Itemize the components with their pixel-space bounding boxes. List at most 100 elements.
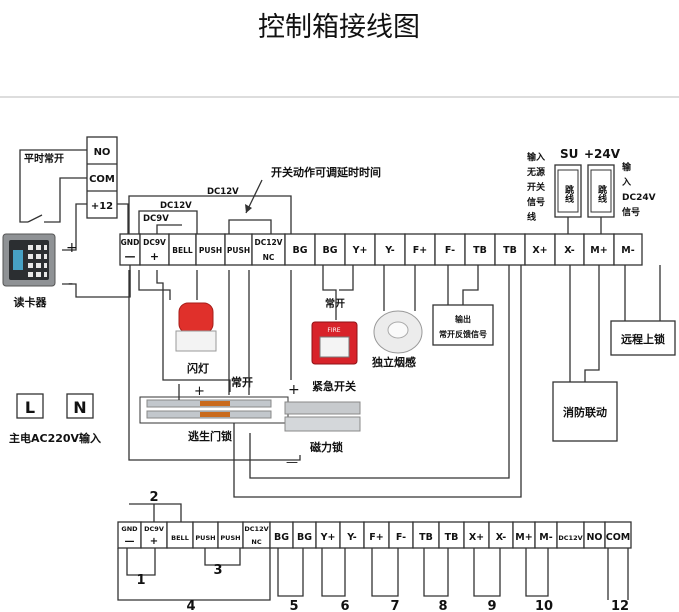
bottom-terminal-label-top: F+ (369, 532, 383, 543)
bottom-terminal-label-bottom: — (125, 536, 135, 547)
terminal-label-top: BELL (172, 246, 193, 255)
remote-lock-label: 远程上锁 (621, 332, 665, 346)
strobe-label: 闪灯 (187, 361, 209, 375)
terminal-dc9v-1 (139, 233, 170, 266)
jumper-leads (567, 217, 602, 234)
remote-lock-box (610, 320, 676, 356)
bottom-terminal-label-top: M- (539, 532, 552, 543)
bottom-terminal-label-top: PUSH (220, 534, 240, 542)
jumper-su-label: SU (560, 147, 578, 161)
exit-lock-label: 逃生门锁 (188, 429, 232, 443)
reader-wires (19, 149, 131, 298)
alarm-mode: 常开 (325, 297, 345, 310)
bottom-wires (117, 503, 629, 601)
jumper-su-text: 跳线 (563, 184, 574, 204)
bottom-terminal-label-top: BG (297, 532, 312, 543)
bottom-terminal-com-20 (604, 521, 632, 549)
input-note-1: 输入 (527, 151, 545, 163)
terminal-label-bottom: — (125, 250, 136, 263)
bottom-terminal-x-15 (488, 521, 514, 549)
maglock-label: 磁力锁 (310, 440, 343, 454)
exit-lock-mode: 常开 (231, 375, 253, 389)
bottom-terminal-label-top: BG (274, 532, 289, 543)
bottom-terminal-x-14 (463, 521, 490, 549)
terminal-push-3 (195, 233, 226, 266)
reader-mode-label: 平时常开 (24, 152, 64, 165)
power-n-box (66, 393, 94, 419)
input-note-4: 信号 (527, 196, 545, 208)
terminal-x-14 (524, 233, 556, 266)
maglock-plus: + (288, 382, 300, 398)
terminal-label-top: BG (292, 245, 307, 256)
bottom-terminal-label-top: DC9V (144, 525, 164, 533)
card-reader (2, 233, 56, 287)
bottom-terminal-label-top: COM (606, 532, 631, 543)
bottom-terminal-label-top: Y- (346, 532, 356, 543)
delay-arrowhead (245, 204, 252, 213)
bottom-terminal-label-top: TB (445, 532, 459, 543)
bottom-terminal-label-bottom: + (150, 536, 158, 547)
terminal-label-top: PUSH (227, 246, 250, 255)
smoke-detector-icon (373, 310, 423, 354)
reader-terminal-no: NO (94, 147, 111, 158)
terminal-label-top: TB (473, 245, 487, 256)
bottom-terminal-label-top: GND (121, 525, 138, 533)
terminal-bg-7 (314, 233, 346, 266)
terminal-label-top: M- (621, 245, 634, 256)
terminal-label-top: F- (445, 245, 455, 256)
bottom-terminal-label-top: PUSH (195, 534, 215, 542)
jumper-24v (587, 164, 615, 218)
feedback-line-2: 常开反馈信号 (439, 329, 487, 339)
terminal-tb-12 (464, 233, 496, 266)
maglock-icon (284, 401, 361, 432)
callout-number-5: 5 (289, 599, 298, 612)
lock-plus: + (194, 384, 205, 399)
power-l: L (25, 398, 35, 417)
card-reader-keypad (13, 245, 47, 277)
callout-number-2: 2 (149, 490, 158, 505)
terminal-label-top: TB (503, 245, 517, 256)
bottom-terminal-label-top: F- (396, 532, 406, 543)
fire-link-label: 消防联动 (563, 405, 607, 419)
bottom-terminal-dc9v-1 (140, 521, 168, 549)
feedback-line-1: 输出 (455, 314, 471, 324)
terminal-label-top: Y- (384, 245, 394, 256)
callout-number-1: 1 (136, 573, 145, 588)
bottom-terminal-label-top: DC12V (558, 534, 582, 542)
callout-number-10: 10 (535, 599, 553, 612)
exit-lock-icon (139, 396, 289, 424)
jumper-24v-label: +24V (584, 147, 621, 161)
terminal-bell-2 (168, 233, 197, 266)
bottom-terminal-label-top: DC12V (244, 525, 268, 533)
terminal-label-top: PUSH (199, 246, 222, 255)
jumper-note-2: 入 (621, 177, 631, 188)
jumper-note-4: 信号 (622, 206, 640, 218)
device-wires (128, 265, 661, 498)
power-label: 主电AC220V输入 (9, 431, 101, 445)
input-note-3: 开关 (527, 181, 545, 193)
fire-label: FIRE (327, 327, 340, 334)
terminal-label-top: M+ (590, 245, 607, 256)
terminal-label-top: DC9V (143, 238, 166, 247)
input-note-2: 无源 (526, 166, 545, 178)
jumper-note-3: DC24V (622, 193, 656, 203)
wire-label-dc9v: DC9V (143, 214, 169, 224)
terminal-label-top: GND (121, 238, 140, 247)
fire-alarm-button-icon (311, 321, 358, 365)
callout-number-6: 6 (340, 599, 349, 612)
diagram-title: 控制箱接线图 (258, 12, 420, 43)
power-n: N (73, 398, 86, 417)
jumper-su (554, 164, 582, 218)
bottom-terminal-f-11 (388, 521, 414, 549)
input-note-5: 线 (527, 211, 536, 223)
bottom-terminal-label-top: TB (419, 532, 433, 543)
terminal-label-top: X+ (532, 245, 547, 256)
terminal-label-bottom: NC (263, 253, 275, 262)
reader-plus: + (66, 240, 78, 256)
callout-number-4: 4 (186, 599, 195, 612)
terminal-label-top: DC12V (255, 238, 283, 247)
maglock-minus: — (286, 455, 298, 469)
